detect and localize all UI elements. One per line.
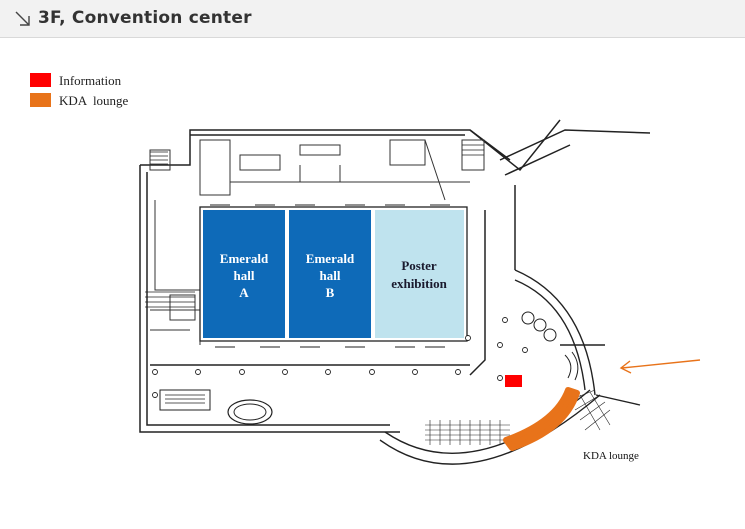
- legend-label-kda-lounge: KDA lounge: [59, 93, 129, 108]
- emerald-hall-a-label-1: Emerald: [220, 251, 269, 266]
- emerald-hall-b-label-1: Emerald: [306, 251, 355, 266]
- legend-label-information: Information: [59, 73, 122, 88]
- poster-exhibition-label-1: Poster: [401, 258, 437, 273]
- hatched-grid: [425, 389, 611, 445]
- emerald-hall-a: [203, 210, 285, 338]
- arrow-down-right-icon: [15, 11, 30, 26]
- hall-frame: [199, 206, 468, 342]
- legend-swatch-information: [30, 73, 51, 87]
- hall-entrances: [210, 204, 450, 348]
- stair-block: [159, 389, 211, 411]
- emerald-hall-a-label-3: A: [239, 285, 249, 300]
- kda-lounge-label: KDA lounge: [583, 450, 639, 462]
- column-dots: [152, 317, 528, 398]
- emerald-hall-b: [289, 210, 371, 338]
- page-header: 3F, Convention center: [0, 0, 745, 38]
- emerald-hall-b-label-2: hall: [320, 268, 341, 283]
- poster-exhibition-hall: [375, 210, 464, 338]
- escalator-loop: [227, 399, 273, 425]
- emerald-hall-b-label-3: B: [326, 285, 335, 300]
- legend-swatch-kda-lounge: [30, 93, 51, 107]
- seating-clusters: [521, 311, 579, 381]
- information-marker: [505, 375, 522, 387]
- page-title: 3F, Convention center: [38, 8, 252, 28]
- kda-lounge-area: [503, 387, 580, 451]
- escalator-loop-inner: [233, 403, 267, 421]
- stair-marks: [145, 144, 484, 404]
- poster-exhibition-label-2: exhibition: [391, 276, 447, 291]
- service-corridor: [149, 139, 485, 345]
- entrance-arrow-icon: [619, 359, 701, 374]
- emerald-hall-a-label-2: hall: [234, 268, 255, 283]
